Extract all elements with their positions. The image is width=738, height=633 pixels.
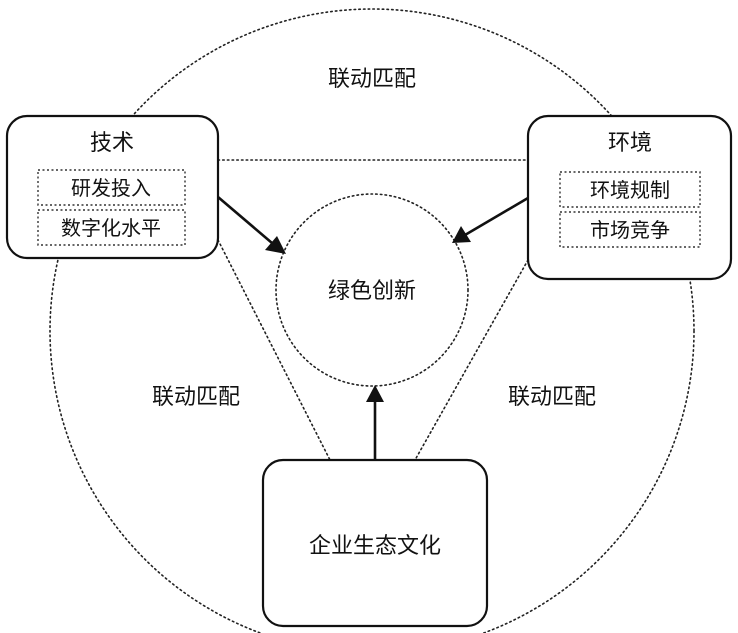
env-item-competition: 市场竞争 (590, 218, 670, 242)
environment-box: 环境 环境规制 市场竞争 (526, 114, 733, 281)
env-arrow-head (452, 226, 471, 243)
link-label-right: 联动匹配 (508, 385, 596, 410)
technology-title: 技术 (90, 131, 134, 156)
outer-linkage-ring (49, 8, 695, 633)
tech-item-rd-investment: 研发投入 (71, 176, 151, 200)
tech-item-digital-level: 数字化水平 (61, 216, 161, 240)
environment-title: 环境 (608, 131, 652, 156)
culture-title: 企业生态文化 (309, 534, 441, 559)
link-label-left: 联动匹配 (152, 385, 240, 410)
tech-item-box-1 (37, 169, 186, 206)
tech-arrow-head (265, 236, 286, 254)
env-to-center-arrow (464, 196, 529, 237)
env-item-regulation: 环境规制 (590, 178, 670, 202)
tech-culture-link-line (217, 239, 331, 461)
link-label-top: 联动匹配 (328, 67, 416, 92)
center-label: 绿色创新 (328, 279, 416, 304)
culture-arrow-head (366, 385, 384, 402)
env-item-box-2 (559, 211, 701, 248)
env-culture-link-line (414, 259, 529, 461)
technology-box: 技术 研发投入 数字化水平 (5, 114, 220, 260)
culture-box: 企业生态文化 (261, 458, 489, 628)
tech-to-center-arrow (217, 196, 273, 244)
center-circle (275, 193, 469, 387)
env-item-box-1 (559, 171, 701, 208)
tech-item-box-2 (37, 209, 186, 246)
